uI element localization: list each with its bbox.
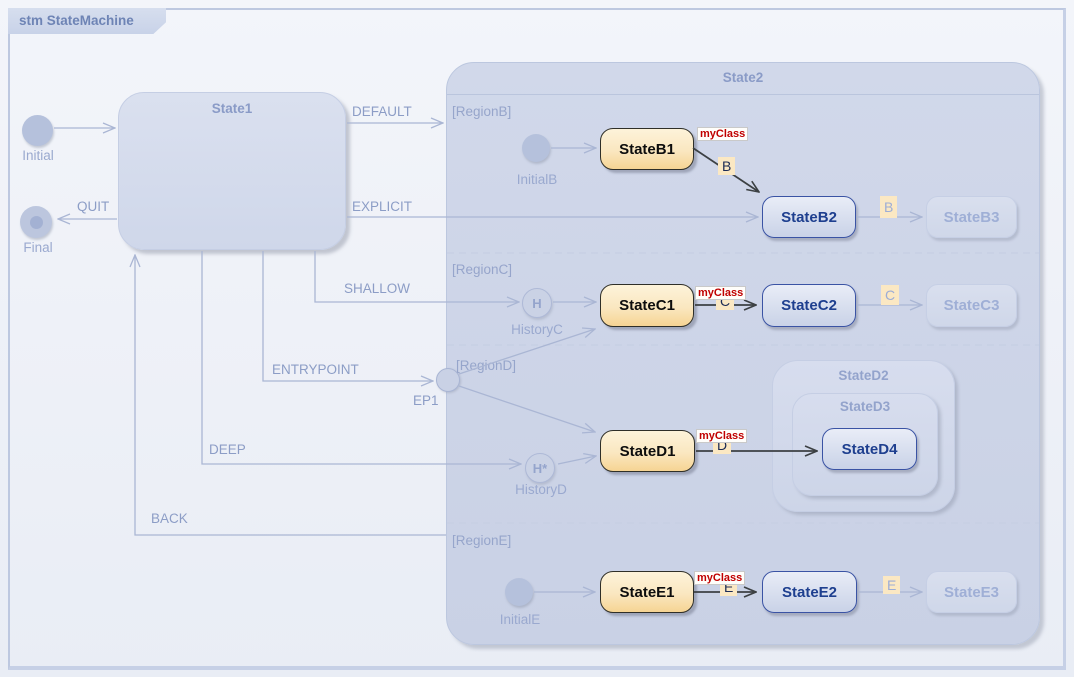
historyd-node[interactable]: H* — [525, 453, 555, 483]
transition-back-line[interactable] — [135, 255, 446, 536]
trigger-b-ghost[interactable]: B — [880, 196, 898, 218]
state-e3[interactable]: StateE3 — [926, 571, 1017, 613]
state-e2[interactable]: StateE2 — [762, 571, 857, 613]
ep1-label: EP1 — [413, 393, 439, 408]
state2-header-divider — [447, 94, 1039, 95]
final-node[interactable] — [20, 206, 52, 238]
historyd-glyph: H* — [532, 460, 548, 476]
state-b2[interactable]: StateB2 — [762, 196, 856, 238]
initiale-label: InitialE — [499, 612, 541, 627]
state-d4[interactable]: StateD4 — [822, 428, 917, 470]
state-b3-label: StateB3 — [943, 208, 1000, 226]
stereotype-b[interactable]: myClass — [697, 127, 749, 141]
state-c1[interactable]: StateC1 — [600, 284, 694, 327]
frame-title-tab: stm StateMachine — [8, 8, 166, 34]
historyc-node[interactable]: H — [522, 288, 552, 318]
transition-entrypoint-label[interactable]: ENTRYPOINT — [272, 362, 359, 377]
transition-entrypoint-line[interactable] — [262, 251, 433, 381]
final-label: Final — [23, 240, 53, 255]
state-c3-label: StateC3 — [943, 297, 1000, 314]
state-b1[interactable]: StateB1 — [600, 128, 694, 170]
state1[interactable]: State1 — [118, 92, 346, 250]
state-c2-label: StateC2 — [781, 297, 837, 314]
state-b1-label: StateB1 — [619, 140, 675, 158]
initiale-node[interactable] — [505, 578, 533, 606]
transition-ep1-c1[interactable] — [458, 329, 595, 375]
initialb-label: InitialB — [516, 172, 558, 187]
stereotype-d[interactable]: myClass — [696, 429, 748, 443]
transition-shallow-line[interactable] — [314, 251, 519, 302]
state-b3[interactable]: StateB3 — [926, 196, 1017, 238]
trigger-e-ghost[interactable]: E — [883, 576, 901, 594]
state-d3-title: StateD3 — [839, 399, 891, 414]
transition-shallow-label[interactable]: SHALLOW — [344, 281, 411, 296]
historyd-label: HistoryD — [515, 482, 567, 497]
region-c-label: [RegionC] — [452, 262, 513, 277]
frame-title: stm StateMachine — [19, 13, 134, 28]
transition-default-label[interactable]: DEFAULT — [352, 104, 412, 119]
state-e2-label: StateE2 — [781, 583, 838, 601]
state-d1[interactable]: StateD1 — [600, 430, 695, 472]
historyc-label: HistoryC — [511, 322, 563, 337]
region-e-label: [RegionE] — [452, 533, 512, 548]
state-d4-label: StateD4 — [841, 440, 898, 458]
state-e1-label: StateE1 — [619, 583, 675, 601]
initial-label: Initial — [22, 148, 54, 163]
final-inner-dot — [29, 215, 43, 229]
transition-deep-line[interactable] — [201, 251, 521, 464]
region-b-label: [RegionB] — [452, 104, 512, 119]
transition-ep1-d1[interactable] — [458, 385, 595, 432]
state-d1-label: StateD1 — [619, 442, 676, 460]
transition-quit-label[interactable]: QUIT — [77, 199, 110, 214]
initial-node[interactable] — [22, 115, 53, 146]
historyc-glyph: H — [532, 295, 542, 311]
transition-deep-label[interactable]: DEEP — [209, 442, 246, 457]
state2-title: State2 — [722, 70, 764, 85]
trigger-c-ghost[interactable]: C — [881, 285, 900, 305]
stereotype-c[interactable]: myClass — [695, 286, 747, 300]
state-b2-label: StateB2 — [781, 208, 837, 226]
diagram-frame — [8, 8, 1066, 670]
state-e1[interactable]: StateE1 — [600, 571, 694, 613]
transition-explicit-label[interactable]: EXPLICIT — [352, 199, 413, 214]
stereotype-e[interactable]: myClass — [694, 571, 746, 585]
transition-back-label[interactable]: BACK — [151, 511, 188, 526]
ep1-node[interactable] — [436, 368, 460, 392]
state2[interactable]: State2 — [446, 62, 1040, 645]
transition-historyd-d1[interactable] — [557, 456, 596, 465]
state-d2-title: StateD2 — [838, 368, 889, 383]
trigger-b-dark[interactable]: B — [718, 157, 736, 175]
state-e3-label: StateE3 — [943, 583, 1000, 601]
initialb-node[interactable] — [522, 134, 550, 162]
state1-title: State1 — [211, 101, 253, 116]
state-c3[interactable]: StateC3 — [926, 284, 1017, 327]
state-c2[interactable]: StateC2 — [762, 284, 856, 327]
state-c1-label: StateC1 — [619, 297, 675, 314]
